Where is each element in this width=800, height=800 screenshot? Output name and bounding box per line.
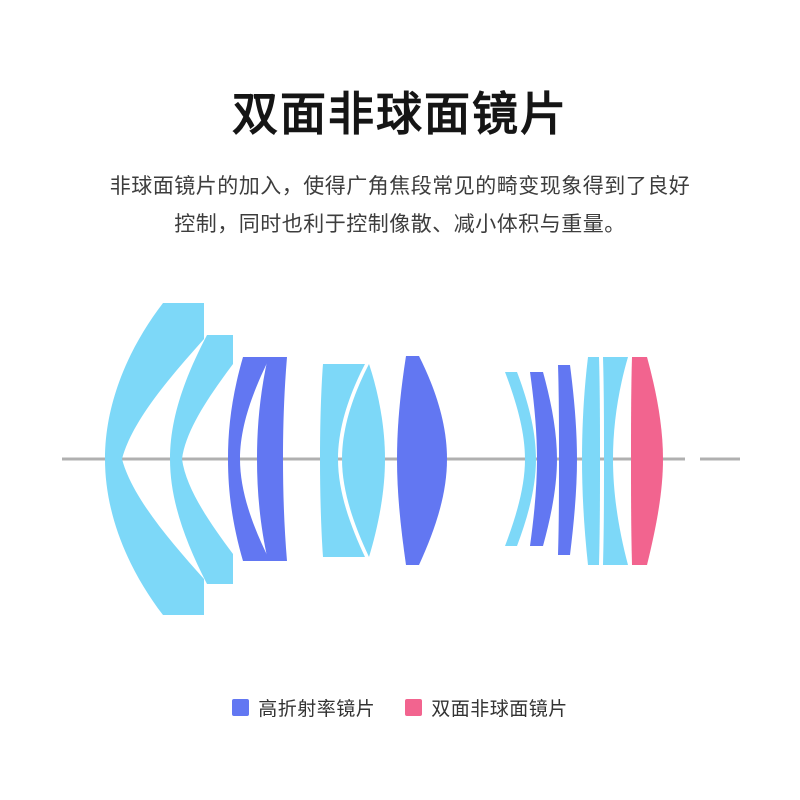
legend: 高折射率镜片 双面非球面镜片 [0, 694, 800, 721]
lens-element-8 [530, 371, 557, 546]
lens-element-10a [582, 356, 600, 565]
lens-element-9 [558, 364, 577, 555]
lens-element-4 [257, 356, 287, 561]
page-subtitle: 非球面镜片的加入，使得广角焦段常见的畸变现象得到了良好 控制，同时也利于控制像散… [0, 168, 800, 244]
legend-item-high-index: 高折射率镜片 [232, 694, 375, 721]
lens-diagram [62, 302, 740, 615]
subtitle-line-2: 控制，同时也利于控制像散、减小体积与重量。 [174, 212, 626, 236]
lens-element-11-aspherical [631, 356, 663, 565]
lens-element-7 [505, 371, 536, 546]
lens-element-5b [342, 363, 385, 557]
high-index-swatch-icon [232, 698, 250, 716]
lens-element-3 [228, 356, 270, 561]
lens-element-5a [320, 363, 365, 557]
lens-element-1 [105, 302, 204, 615]
subtitle-line-1: 非球面镜片的加入，使得广角焦段常见的畸变现象得到了良好 [109, 174, 691, 198]
legend-label-high-index: 高折射率镜片 [258, 698, 376, 720]
lens-element-6 [397, 355, 447, 565]
legend-item-aspherical: 双面非球面镜片 [405, 694, 568, 721]
aspherical-swatch-icon [405, 698, 423, 716]
page-title: 双面非球面镜片 [232, 88, 568, 140]
lens-element-10b [603, 356, 628, 565]
lens-element-2 [170, 334, 233, 584]
legend-label-aspherical: 双面非球面镜片 [431, 698, 568, 720]
